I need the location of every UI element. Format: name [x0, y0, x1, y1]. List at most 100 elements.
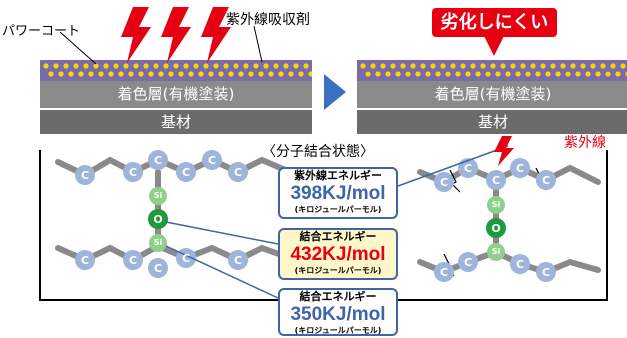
atom-label-o: O	[491, 221, 501, 235]
uv-absorber-dot	[395, 71, 401, 77]
uv-absorber-dot	[495, 71, 501, 77]
uv-absorber-dot	[288, 71, 294, 77]
right-atoms	[434, 158, 556, 282]
uv-absorber-dot	[605, 71, 611, 77]
uv-absorber-dot	[600, 63, 606, 69]
base-layer-left: 基材	[40, 110, 312, 134]
base-label-left: 基材	[160, 113, 191, 131]
uv-absorber-dot	[615, 71, 621, 77]
atom-label-c: C	[181, 251, 191, 265]
si-o-bond-energy-title: 結合エネルギー	[299, 230, 377, 243]
uv-absorber-dot	[63, 63, 69, 69]
uv-absorber-dot	[183, 63, 189, 69]
arrow-right-icon	[324, 74, 346, 110]
atom-label-c: C	[491, 173, 501, 187]
atom-label-si: Si	[491, 200, 501, 209]
uv-rays-label: 紫外線	[564, 135, 606, 151]
uv-absorber-label: 紫外線吸収剤	[226, 12, 310, 28]
uv-absorber-dot	[153, 63, 159, 69]
uv-absorber-dot	[173, 63, 179, 69]
uv-absorber-dot	[223, 63, 229, 69]
hard-to-degrade-label: 劣化しにくい	[440, 12, 549, 33]
atom-label-c: C	[463, 161, 473, 175]
uv-absorber-dot	[450, 63, 456, 69]
c-si-bond-energy-value: 350KJ/mol	[290, 304, 386, 325]
uv-absorber-dot	[540, 63, 546, 69]
colored-layer-label-left: 着色層(有機塗装)	[117, 85, 235, 103]
uv-absorber-dot	[113, 63, 119, 69]
uv-absorber-dot	[83, 63, 89, 69]
uv-absorber-dot	[143, 63, 149, 69]
uv-absorber-dot	[48, 71, 54, 77]
uv-absorber-dot	[213, 63, 219, 69]
uv-absorber-dot	[58, 71, 64, 77]
uv-absorber-dot	[505, 71, 511, 77]
uv-absorber-dot	[193, 63, 199, 69]
uv-absorber-dot	[565, 71, 571, 77]
uv-absorber-dot	[500, 63, 506, 69]
si-o-bond-energy-unit: (キロジュールパーモル)	[294, 266, 382, 275]
uv-absorber-dot	[273, 63, 279, 69]
uv-absorber-dot	[590, 63, 596, 69]
uv-absorber-dot	[158, 71, 164, 77]
atom-label-c: C	[153, 153, 163, 167]
left-atoms	[75, 150, 248, 278]
uv-absorber-dot	[365, 71, 371, 77]
uv-energy-value: 398KJ/mol	[290, 183, 386, 204]
colored-layer-left: 着色層(有機塗装)	[40, 81, 312, 108]
hard-to-degrade-badge: 劣化しにくい	[432, 8, 557, 37]
uv-absorber-dot	[520, 63, 526, 69]
uv-absorber-dot	[218, 71, 224, 77]
molecular-state-label: 〈分子結合状態〉	[262, 144, 374, 160]
uv-absorber-dot	[470, 63, 476, 69]
uv-absorber-dot	[445, 71, 451, 77]
uv-absorber-dot	[258, 71, 264, 77]
uv-absorber-dot	[53, 63, 59, 69]
uv-absorber-dot	[490, 63, 496, 69]
atom-label-si: Si	[153, 191, 163, 200]
uv-absorber-dot	[385, 71, 391, 77]
c-si-bond-energy-box: 結合エネルギー 350KJ/mol (キロジュールパーモル)	[278, 288, 398, 336]
uv-absorber-dot	[163, 63, 169, 69]
atom-label-c: C	[233, 253, 243, 267]
atom-label-c: C	[515, 257, 525, 271]
uv-absorber-dot	[370, 63, 376, 69]
power-coat-label: パワーコート	[2, 24, 81, 39]
uv-absorber-dot	[263, 63, 269, 69]
atom-label-c: C	[439, 175, 449, 189]
uv-absorber-dot	[103, 63, 109, 69]
uv-absorber-dot	[535, 71, 541, 77]
uv-absorber-dot	[248, 71, 254, 77]
uv-absorber-dot	[123, 63, 129, 69]
uv-absorber-dot	[485, 71, 491, 77]
uv-absorber-dot	[525, 71, 531, 77]
uv-absorber-dot	[188, 71, 194, 77]
uv-absorber-dot	[73, 63, 79, 69]
uv-absorber-dot	[410, 63, 416, 69]
uv-absorber-dot	[178, 71, 184, 77]
atom-label-si: Si	[153, 238, 163, 247]
uv-absorber-dot	[268, 71, 274, 77]
uv-absorber-dot	[133, 63, 139, 69]
si-o-bond-energy-value: 432KJ/mol	[290, 244, 386, 265]
uv-absorber-dot	[243, 63, 249, 69]
uv-absorber-dot	[233, 63, 239, 69]
uv-absorber-dot	[430, 63, 436, 69]
uv-absorber-dot	[475, 71, 481, 77]
si-o-bond-energy-box: 結合エネルギー 432KJ/mol (キロジュールパーモル)	[278, 228, 398, 280]
atom-label-c: C	[233, 165, 243, 179]
base-layer-right: 基材	[357, 110, 627, 134]
uv-absorber-dot	[108, 71, 114, 77]
uv-absorber-dot	[550, 63, 556, 69]
uv-absorber-dot	[580, 63, 586, 69]
uv-absorber-dot	[298, 71, 304, 77]
uv-absorber-dot	[283, 63, 289, 69]
uv-absorber-dot	[43, 63, 49, 69]
uv-absorber-dot	[400, 63, 406, 69]
uv-absorber-dot	[610, 63, 616, 69]
uv-absorber-dot	[440, 63, 446, 69]
uv-absorber-dot	[510, 63, 516, 69]
uv-absorber-dot	[238, 71, 244, 77]
uv-absorber-dot	[425, 71, 431, 77]
